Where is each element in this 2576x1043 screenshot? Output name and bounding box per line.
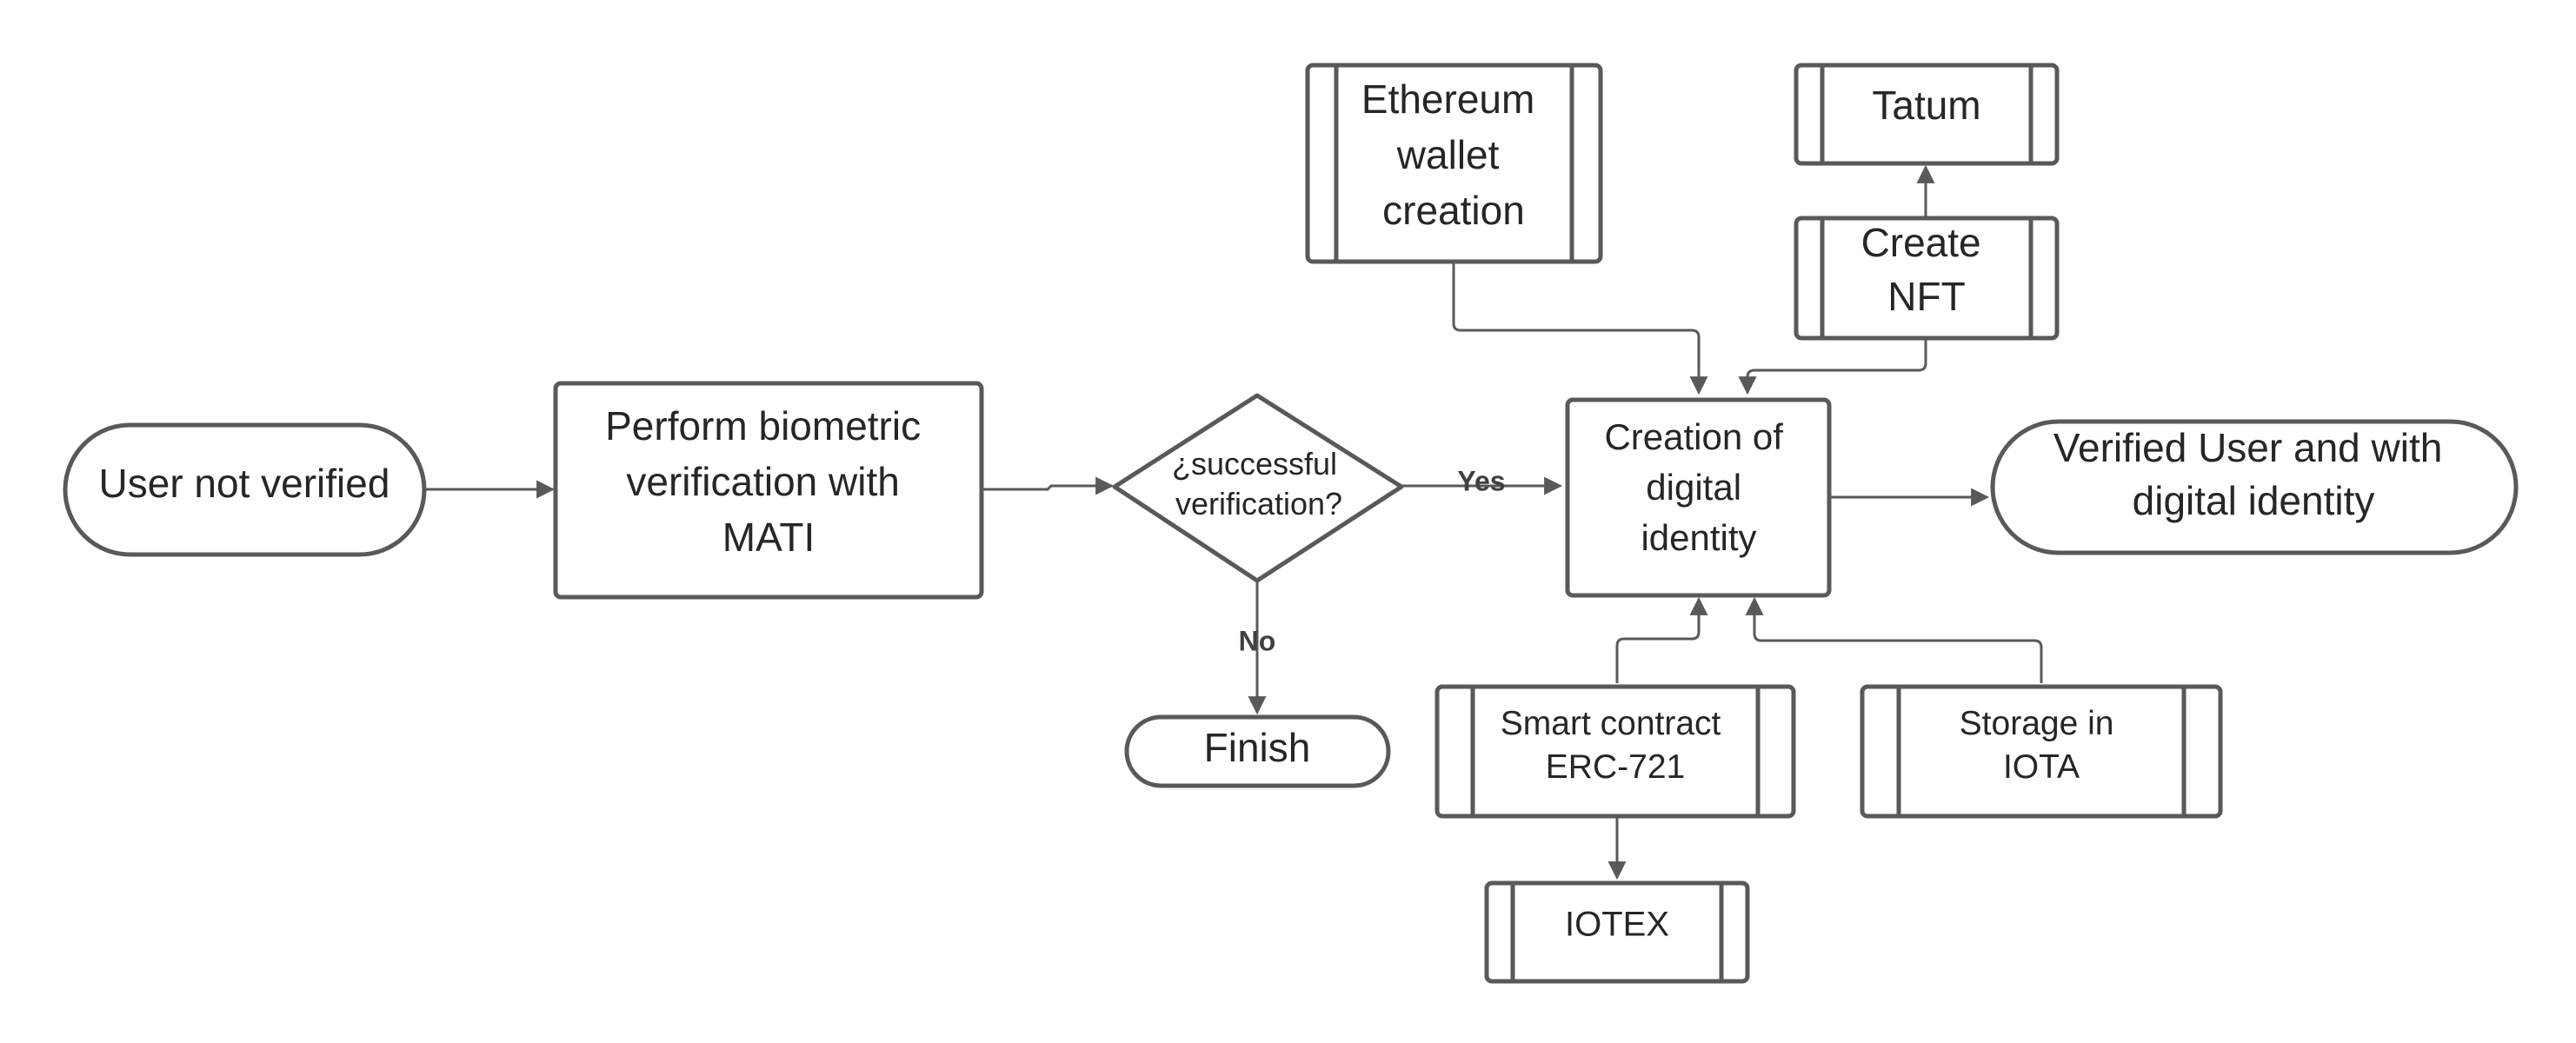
node-decision-line-1: ¿successful <box>1172 446 1337 482</box>
node-creation-of-digital-identity: Creation of digital identity <box>1565 397 1832 598</box>
node-user-not-verified-label: User not verified <box>99 461 390 506</box>
node-smart-contract-line-2: ERC-721 <box>1546 748 1685 786</box>
node-ethereum-line-3: creation <box>1382 188 1525 233</box>
svg-text:Smart contract ERC-721: Smart contract ERC-721 <box>1501 705 1730 786</box>
svg-text:Storage in IOTA: Storage in IOTA <box>1960 705 2124 786</box>
node-iotex: IOTEX <box>1484 880 1750 984</box>
node-verified-user: Verified User and with digital identity <box>1990 419 2519 555</box>
node-creation-line-3: identity <box>1641 517 1756 558</box>
node-finish: Finish <box>1124 714 1391 788</box>
node-smart-contract-erc721: Smart contract ERC-721 <box>1434 684 1796 819</box>
edge-nft-to-creation <box>1738 338 1927 395</box>
node-smart-contract-line-1: Smart contract <box>1501 705 1721 742</box>
edge-smart-contract-to-creation <box>1615 596 1708 683</box>
svg-text:Ethereum wallet cr: Ethereum wallet creation <box>1361 76 1546 233</box>
node-create-nft-line-2: NFT <box>1887 274 1965 319</box>
node-iotex-label: IOTEX <box>1565 906 1669 944</box>
node-verified-line-1: Verified User and with <box>2053 425 2442 470</box>
node-user-not-verified: User not verified <box>63 422 427 557</box>
edge-storage-to-creation <box>1745 596 2043 683</box>
node-tatum: Tatum <box>1794 63 2060 166</box>
node-biometric-line-2: verification with <box>626 459 899 504</box>
node-biometric-line-3: MATI <box>722 515 815 560</box>
svg-text:Create NFT: Create NFT <box>1861 220 1993 319</box>
edge-ethereum-to-creation <box>1452 262 1708 395</box>
node-storage-line-1: Storage in <box>1960 705 2114 742</box>
node-decision-successful-verification: ¿successful verification? <box>1112 393 1404 583</box>
node-biometric-line-1: Perform biometric <box>605 403 921 448</box>
node-creation-line-2: digital <box>1646 467 1741 508</box>
node-decision-line-2: verification? <box>1175 486 1342 522</box>
node-finish-label: Finish <box>1204 725 1311 770</box>
edge-biometric-to-decision <box>982 476 1115 495</box>
node-verified-line-2: digital identity <box>2133 478 2375 523</box>
edge-label-yes: Yes <box>1457 465 1505 496</box>
svg-text:Creation of digital: Creation of digital identity <box>1604 416 1793 558</box>
node-create-nft-line-1: Create <box>1861 220 1981 265</box>
node-ethereum-wallet-creation: Ethereum wallet creation <box>1305 63 1603 264</box>
node-biometric-verification: Perform biometric verification with MATI <box>553 381 984 600</box>
node-create-nft: Create NFT <box>1794 216 2060 341</box>
node-ethereum-line-1: Ethereum <box>1361 76 1534 122</box>
edge-label-no: No <box>1239 625 1276 656</box>
edges: Yes No <box>424 164 2043 880</box>
svg-text:Verified User and with d: Verified User and with digital identity <box>2053 425 2453 523</box>
node-creation-line-1: Creation of <box>1604 416 1783 457</box>
node-ethereum-line-2: wallet <box>1396 132 1500 177</box>
svg-text:Perform biometric verifi: Perform biometric verification with MATI <box>605 403 932 560</box>
svg-text:¿successful verification: ¿successful verification? <box>1172 446 1346 522</box>
node-storage-line-2: IOTA <box>2003 748 2080 786</box>
node-tatum-label: Tatum <box>1872 83 1980 128</box>
node-storage-in-iota: Storage in IOTA <box>1860 684 2223 819</box>
